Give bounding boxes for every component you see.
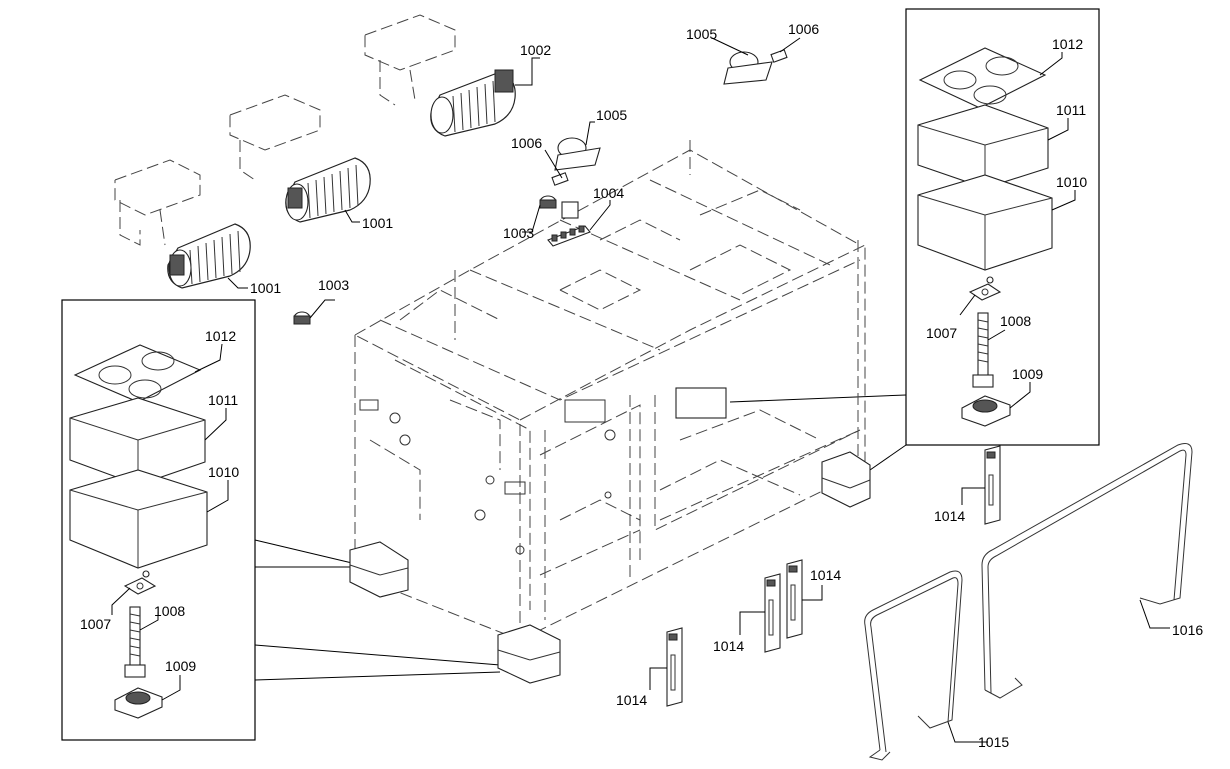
callout-1014-mid-b: 1014 (810, 567, 841, 583)
callout-1004: 1004 (593, 185, 624, 201)
washer-1007-right (968, 276, 1002, 301)
switch-1003-mid (539, 195, 557, 209)
bracket-1014-right (984, 445, 1001, 525)
foot-nut-1009-left (114, 687, 163, 719)
leader-lines (111, 37, 1170, 743)
leveling-bolt-1008-left (124, 606, 146, 678)
fan-bracket-2 (229, 94, 321, 181)
callout-1005-mid: 1005 (596, 107, 627, 123)
callout-1012-left: 1012 (205, 328, 236, 344)
callout-1011-left: 1011 (208, 392, 238, 408)
thermostat-1005-mid (554, 137, 601, 171)
cover-1011-right (917, 104, 1049, 189)
detail-box-right (729, 8, 1100, 471)
callout-1016: 1016 (1172, 622, 1203, 638)
bracket-1014-mid-a (764, 573, 781, 653)
callout-1014-bottom: 1014 (616, 692, 647, 708)
callout-1011-right: 1011 (1056, 102, 1086, 118)
fan-bracket-1 (114, 159, 201, 246)
frame-foot-left (349, 541, 409, 598)
callout-1003-mid: 1003 (503, 225, 534, 241)
callout-1009-right: 1009 (1012, 366, 1043, 382)
callout-1008-right: 1008 (1000, 313, 1031, 329)
callout-1003-left: 1003 (318, 277, 349, 293)
callout-1014-right: 1014 (934, 508, 965, 524)
callout-1008-left: 1008 (154, 603, 185, 619)
bracket-1014-mid-b (786, 559, 803, 639)
callout-1001-lower: 1001 (250, 280, 281, 296)
fuse-1006-mid (551, 172, 569, 186)
terminal-block-1004 (547, 201, 591, 247)
tangential-fan-1001-upper (285, 157, 371, 223)
callout-1010-left: 1010 (208, 464, 239, 480)
callout-1015: 1015 (978, 734, 1009, 750)
plate-1012-right (918, 47, 1047, 128)
frame-foot-right (821, 451, 871, 508)
callout-labels: 1001 1001 1002 1003 1003 1004 1005 1005 … (80, 21, 1203, 750)
foot-nut-1009-right (961, 395, 1011, 427)
frame-foot-front (497, 624, 561, 684)
wire-rack-1015 (864, 570, 963, 761)
callout-1014-mid-a: 1014 (713, 638, 744, 654)
switch-1003-left (293, 311, 311, 325)
leveling-bolt-1008-right (972, 312, 994, 388)
washer-1007-left (123, 570, 157, 595)
callout-1007-right: 1007 (926, 325, 957, 341)
wire-rack-1016 (981, 443, 1193, 699)
fuse-1006-top (770, 49, 788, 63)
fan-bracket-3 (364, 14, 456, 106)
callout-1001-upper: 1001 (362, 215, 393, 231)
callout-1006-top: 1006 (788, 21, 819, 37)
callout-1009-left: 1009 (165, 658, 196, 674)
callout-1006-mid: 1006 (511, 135, 542, 151)
tangential-fan-1002 (430, 69, 516, 137)
callout-1010-right: 1010 (1056, 174, 1087, 190)
callout-1012-right: 1012 (1052, 36, 1083, 52)
plate-1012-left (73, 344, 202, 415)
detail-box-left (61, 299, 501, 741)
cover-1010-right (917, 174, 1053, 271)
tangential-fan-1001-lower (167, 223, 251, 289)
cover-1010-left (69, 469, 208, 569)
callout-1005-top: 1005 (686, 26, 717, 42)
thermostat-1005-top (723, 51, 773, 85)
oven-frame (354, 140, 866, 641)
bracket-1014-bottom (666, 627, 683, 707)
callout-1007-left: 1007 (80, 616, 111, 632)
callout-1002: 1002 (520, 42, 551, 58)
